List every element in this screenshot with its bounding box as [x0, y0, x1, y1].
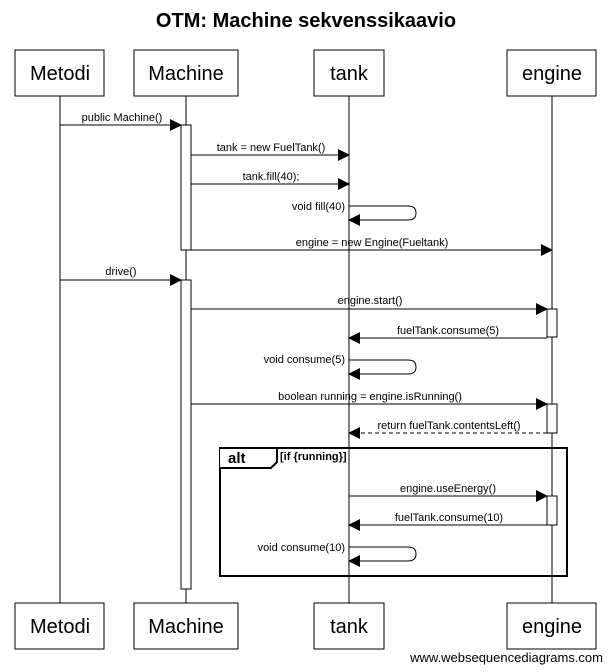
participants-bottom: Metodi Machine tank engine — [14, 602, 597, 650]
participant-metodi-top: Metodi — [14, 49, 105, 97]
activation-engine-isrunning — [546, 403, 558, 434]
participant-tank-top: tank — [313, 49, 385, 97]
message-label: drive() — [105, 266, 136, 278]
participant-engine-top: engine — [506, 49, 597, 97]
activation-engine-useenergy — [546, 495, 558, 526]
activation-machine-constructor — [180, 124, 192, 251]
message-label: fuelTank.consume(5) — [397, 325, 499, 337]
participant-label: Machine — [148, 616, 224, 638]
participant-metodi-bottom: Metodi — [14, 602, 105, 650]
message-self-arrow — [348, 359, 417, 380]
participant-label: tank — [330, 63, 369, 85]
messages — [60, 119, 553, 567]
message-label: fuelTank.consume(10) — [395, 512, 503, 524]
message-label: engine.start() — [338, 295, 403, 307]
diagram-title: OTM: Machine sekvenssikaavio — [156, 10, 456, 32]
message-self-arrow — [348, 205, 417, 226]
lifelines — [59, 96, 553, 603]
participant-label: tank — [330, 616, 369, 638]
participant-label: Machine — [148, 63, 224, 85]
participant-engine-bottom: engine — [506, 602, 597, 650]
message-label: void fill(40) — [292, 201, 345, 213]
message-label: return fuelTank.contentsLeft() — [377, 420, 520, 432]
participant-machine-top: Machine — [133, 49, 239, 97]
participant-label: engine — [522, 616, 582, 638]
participant-tank-bottom: tank — [313, 602, 385, 650]
participant-label: engine — [522, 63, 582, 85]
participants-top: Metodi Machine tank engine — [14, 49, 597, 97]
activation-bars — [180, 124, 558, 590]
message-labels: public Machine() tank = new FuelTank() t… — [82, 112, 521, 554]
message-label: void consume(5) — [264, 354, 345, 366]
watermark: www.websequencediagrams.com — [409, 650, 603, 665]
alt-fragment: alt [if {running}] — [219, 447, 568, 577]
message-label: tank = new FuelTank() — [217, 142, 326, 154]
message-label: public Machine() — [82, 112, 163, 124]
message-self-arrow — [348, 546, 417, 567]
participant-label: Metodi — [30, 616, 90, 638]
message-label: void consume(10) — [258, 542, 345, 554]
alt-label: alt — [228, 450, 246, 467]
message-label: engine.useEnergy() — [400, 483, 496, 495]
activation-engine-start — [546, 308, 558, 338]
participant-machine-bottom: Machine — [133, 602, 239, 650]
message-label: tank.fill(40); — [243, 171, 300, 183]
alt-condition: [if {running}] — [280, 451, 347, 463]
participant-label: Metodi — [30, 63, 90, 85]
activation-machine-drive — [180, 279, 192, 590]
message-label: boolean running = engine.isRunning() — [278, 391, 462, 403]
message-label: engine = new Engine(Fueltank) — [296, 237, 449, 249]
